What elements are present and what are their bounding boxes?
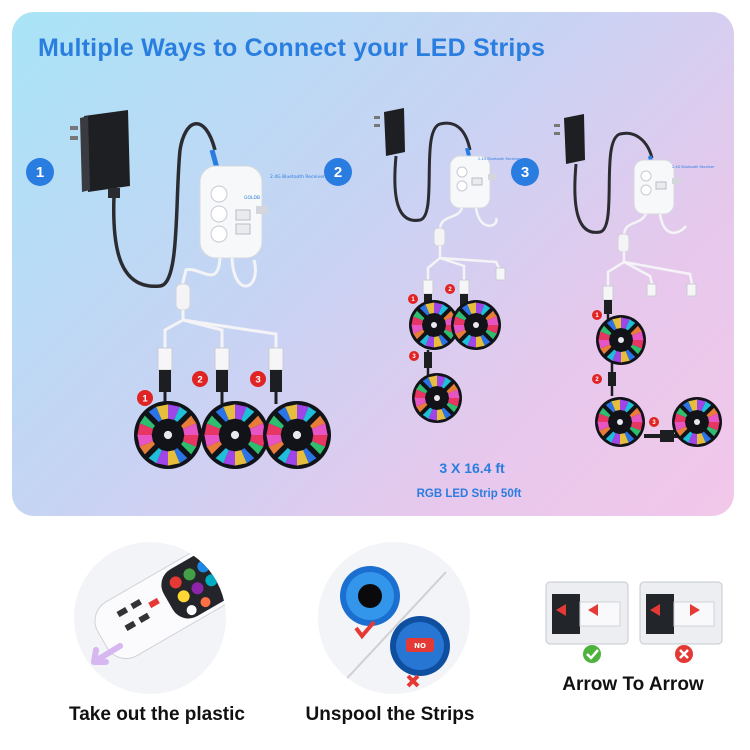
instruction-label-unspool: Unspool the Strips (305, 704, 475, 725)
svg-text:3: 3 (412, 354, 416, 360)
led-reel-icon: NO (337, 566, 450, 689)
bluetooth-receiver (633, 159, 680, 215)
svg-text:3: 3 (652, 420, 656, 426)
port-number-badge: 2 (192, 371, 208, 387)
svg-text:1: 1 (595, 313, 599, 319)
svg-text:3: 3 (255, 374, 260, 385)
power-adapter-icon (554, 114, 585, 164)
receiver-brand: GOLDB (244, 195, 260, 201)
svg-text:2: 2 (197, 374, 202, 385)
power-adapter-icon (374, 108, 405, 156)
svg-text:1: 1 (411, 297, 415, 303)
connection-diagram: GOLDB 2.4G Bluetooth Receiver (70, 108, 722, 469)
strip-quantity-label: 3 X 16.4 ft (439, 460, 505, 476)
bluetooth-receiver (199, 165, 268, 259)
method-2-diagram: 2.4G Bluetooth Receiver (374, 108, 521, 378)
remote-illustration (74, 542, 226, 694)
receiver-label: 2.4G Bluetooth Receiver (270, 174, 325, 180)
instruction-label-arrow: Arrow To Arrow (562, 674, 704, 695)
port-number-badge: 1 (592, 310, 602, 320)
power-adapter-icon (70, 110, 130, 198)
led-reel-m1-3 (263, 401, 331, 469)
port-number-badge: 1 (137, 390, 153, 406)
method-1-diagram: GOLDB 2.4G Bluetooth Receiver (70, 110, 325, 404)
strip-description-label: RGB LED Strip 50ft (416, 488, 522, 500)
port-number-badge: 3 (409, 351, 419, 361)
led-reel-m2-3 (412, 373, 462, 423)
led-reels: 1 2 3 1 2 3 1 2 3 (134, 284, 722, 469)
svg-text:1: 1 (142, 393, 148, 404)
receiver-label: 2.4G Bluetooth Receiver (672, 165, 715, 169)
led-reel-m3-2 (595, 397, 645, 447)
method-badge-3: 3 (511, 158, 539, 186)
svg-text:2: 2 (448, 287, 452, 293)
led-reel-m2-2 (451, 300, 501, 350)
receiver-label: 2.4G Bluetooth Receiver (478, 157, 521, 161)
connector-correct (545, 581, 629, 663)
svg-text:NO: NO (414, 642, 426, 650)
port-number-badge: 3 (649, 417, 659, 427)
connector-incorrect (639, 581, 723, 663)
instruction-label-plastic: Take out the plastic (69, 704, 245, 725)
led-reel-m3-1 (596, 315, 646, 365)
led-reel-m1-2 (201, 401, 269, 469)
led-reel-m3-3 (672, 397, 722, 447)
port-number-badge: 2 (445, 284, 455, 294)
port-number-badge: 1 (408, 294, 418, 304)
remote-control-icon (91, 545, 226, 665)
svg-text:2: 2 (595, 377, 599, 383)
unspool-illustration: NO (318, 542, 470, 694)
method-badge-2: 2 (324, 158, 352, 186)
method-badge-1: 1 (26, 158, 54, 186)
led-reel-m1-1 (134, 401, 202, 469)
port-number-badge: 3 (250, 371, 266, 387)
page-title: Multiple Ways to Connect your LED Strips (38, 34, 546, 62)
port-number-badge: 2 (592, 374, 602, 384)
method-3-diagram: 2.4G Bluetooth Receiver (554, 114, 715, 442)
bluetooth-receiver (449, 155, 496, 209)
